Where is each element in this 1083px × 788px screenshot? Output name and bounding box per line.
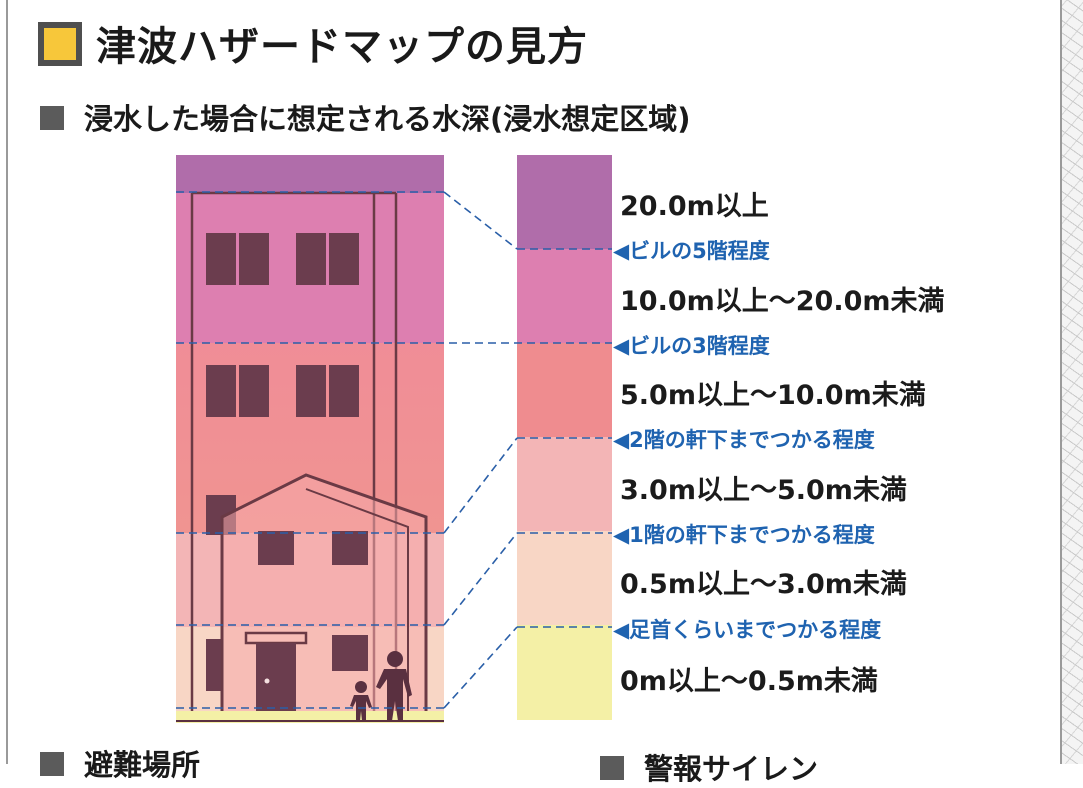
level-marker-5th-floor: ◀ビルの5階程度 bbox=[613, 239, 770, 263]
range-label-20m: 20.0m以上 bbox=[620, 191, 769, 222]
level-marker-ankle: ◀足首くらいまでつかる程度 bbox=[613, 618, 882, 642]
section-title-depth: 浸水した場合に想定される水深(浸水想定区域) bbox=[84, 102, 691, 136]
frame-right-border bbox=[1060, 0, 1062, 764]
section-title-siren: 警報サイレン bbox=[644, 752, 819, 786]
house bbox=[220, 473, 428, 711]
range-label-3m: 3.0m以上～5.0m未満 bbox=[620, 475, 907, 506]
scale-band-0m bbox=[517, 625, 612, 720]
page-title: 津波ハザードマップの見方 bbox=[96, 24, 588, 70]
level-marker-3rd-floor: ◀ビルの3階程度 bbox=[613, 334, 770, 358]
building-windows bbox=[206, 233, 359, 691]
level-marker-1st-eaves: ◀1階の軒下までつかる程度 bbox=[613, 523, 875, 547]
range-label-0m: 0m以上～0.5m未満 bbox=[620, 666, 878, 697]
background-map-strip bbox=[1061, 0, 1083, 764]
band-20m bbox=[176, 155, 444, 193]
section-title-evacuation: 避難場所 bbox=[84, 748, 201, 782]
scale-band-05m bbox=[517, 531, 612, 625]
building-illustration bbox=[176, 155, 444, 723]
scale-band-20m bbox=[517, 155, 612, 249]
section-bullet-icon bbox=[40, 752, 64, 776]
range-label-5m: 5.0m以上～10.0m未満 bbox=[620, 380, 926, 411]
dashed-connector-lines bbox=[176, 191, 612, 709]
level-marker-2nd-eaves: ◀2階の軒下までつかる程度 bbox=[613, 428, 875, 452]
frame-left-border bbox=[6, 0, 8, 764]
section-bullet-icon bbox=[600, 756, 624, 780]
section-bullet-icon bbox=[40, 106, 64, 130]
range-label-05m: 0.5m以上～3.0m未満 bbox=[620, 569, 907, 600]
depth-color-scale bbox=[517, 155, 612, 720]
scale-band-10m bbox=[517, 249, 612, 343]
scale-band-5m bbox=[517, 343, 612, 437]
title-marker-icon bbox=[38, 22, 82, 66]
range-label-10m: 10.0m以上～20.0m未満 bbox=[620, 286, 945, 317]
scale-band-3m bbox=[517, 437, 612, 531]
